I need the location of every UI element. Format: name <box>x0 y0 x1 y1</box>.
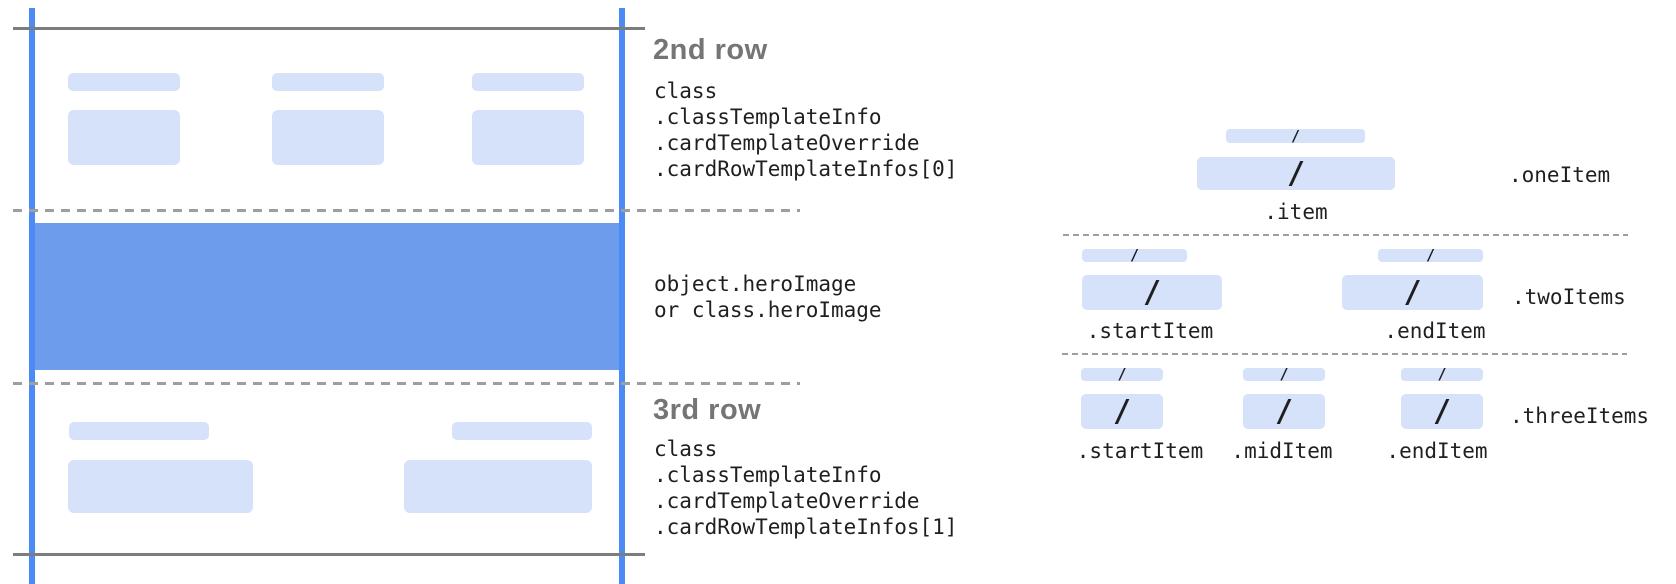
code-path-line: .classTemplateInfo <box>654 105 882 129</box>
row2-heading: 2nd row <box>653 34 768 66</box>
hero-path-line: object.heroImage <box>654 272 857 296</box>
item-name-label: .endItem <box>1384 319 1486 343</box>
item-value-bar: / <box>1197 157 1395 190</box>
slash-placeholder-icon: / <box>1117 365 1127 383</box>
row2-hero-divider-dashed <box>13 209 800 212</box>
item-label-bar: / <box>1081 365 1163 383</box>
slash-placeholder-icon: / <box>1286 155 1306 191</box>
item-label-bar: / <box>1226 126 1365 145</box>
item-name-label: .startItem <box>1086 319 1214 343</box>
item-value-bar: / <box>1082 275 1222 310</box>
code-path-line: .cardRowTemplateInfos[1] <box>654 515 958 539</box>
field-label-placeholder <box>69 422 209 440</box>
field-value-placeholder <box>472 110 584 165</box>
slash-placeholder-icon: / <box>1279 365 1289 383</box>
field-value-placeholder <box>68 460 253 513</box>
field-label-placeholder <box>68 73 180 91</box>
item-value-bar: / <box>1342 275 1483 310</box>
slash-placeholder-icon: / <box>1437 365 1447 383</box>
item-label-bar: / <box>1082 246 1187 264</box>
slash-placeholder-icon: / <box>1425 246 1436 264</box>
item-name-label: .endItem <box>1386 439 1488 463</box>
item-value-bar: / <box>1081 394 1163 429</box>
hero-path-line: or class.heroImage <box>654 298 882 322</box>
field-value-placeholder <box>404 460 592 513</box>
field-label-placeholder <box>472 73 584 91</box>
layout-divider-dashed <box>1062 353 1627 355</box>
hero-row3-divider-dashed <box>13 382 800 385</box>
item-name-label: .startItem <box>1076 439 1204 463</box>
item-name-label: .item <box>1264 200 1328 224</box>
item-name-label: .midItem <box>1231 439 1333 463</box>
field-value-placeholder <box>68 110 180 165</box>
layout-name-label: .oneItem <box>1509 163 1611 187</box>
slash-placeholder-icon: / <box>1432 393 1452 429</box>
slash-placeholder-icon: / <box>1142 274 1162 310</box>
slash-placeholder-icon: / <box>1274 393 1294 429</box>
layout-name-label: .twoItems <box>1512 285 1626 309</box>
slash-placeholder-icon: / <box>1112 393 1132 429</box>
item-label-bar: / <box>1401 365 1483 383</box>
code-path-line: .cardTemplateOverride <box>654 489 920 513</box>
slash-placeholder-icon: / <box>1129 246 1140 264</box>
layout-name-label: .threeItems <box>1510 404 1650 428</box>
right-guide-line <box>619 8 625 584</box>
item-value-bar: / <box>1243 394 1325 429</box>
code-path-line: .cardRowTemplateInfos[0] <box>654 157 958 181</box>
field-label-placeholder <box>272 73 384 91</box>
item-label-bar: / <box>1243 365 1325 383</box>
code-path-line: class <box>654 79 718 103</box>
row3-heading: 3rd row <box>653 394 762 426</box>
slash-placeholder-icon: / <box>1290 126 1301 145</box>
code-path-line: class <box>654 437 718 461</box>
code-path-line: .cardTemplateOverride <box>654 131 920 155</box>
field-label-placeholder <box>452 422 592 440</box>
left-guide-line <box>29 8 35 584</box>
slash-placeholder-icon: / <box>1403 274 1422 310</box>
layout-divider-dashed <box>1063 234 1628 236</box>
code-path-line: .classTemplateInfo <box>654 463 882 487</box>
item-value-bar: / <box>1401 394 1483 429</box>
item-label-bar: / <box>1378 246 1483 264</box>
bottom-boundary-line <box>13 553 645 556</box>
top-boundary-line <box>13 27 645 30</box>
hero-image-band <box>31 223 625 370</box>
field-value-placeholder <box>272 110 384 165</box>
